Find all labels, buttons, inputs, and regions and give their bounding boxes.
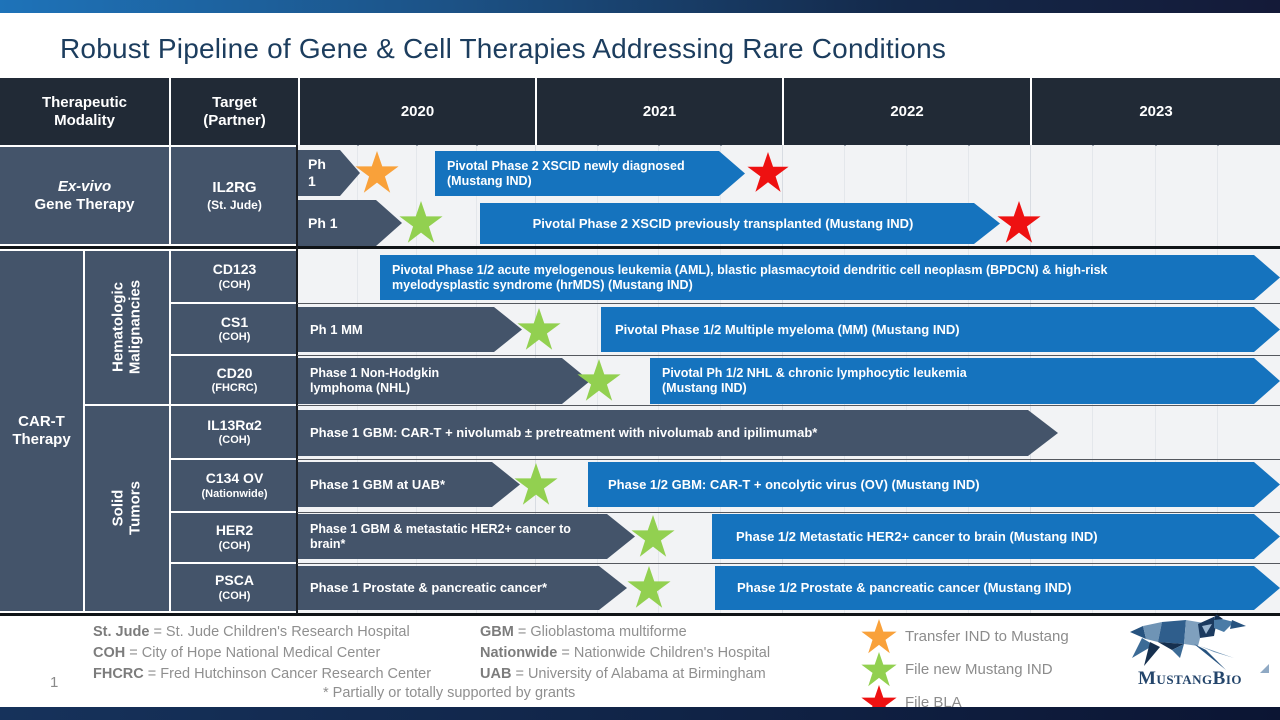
legend-transfer-ind-star-icon (861, 619, 897, 654)
group-solid-tumors-label: Solid Tumors (109, 481, 144, 535)
footnote-nationwide: Nationwide = Nationwide Children's Hospi… (480, 645, 770, 661)
footnote-text: = St. Jude Children's Research Hospital (153, 624, 410, 640)
target-il13ra2: IL13Rα2(COH) (171, 406, 298, 458)
footnote-text: = City of Hope National Medical Center (129, 645, 381, 661)
footnote-uab: UAB = University of Alabama at Birmingha… (480, 666, 766, 682)
target-her2: HER2(COH) (171, 513, 298, 562)
footnote-st-jude: St. Jude = St. Jude Children's Research … (93, 624, 410, 640)
footnote-fhcrc: FHCRC = Fred Hutchinson Cancer Research … (93, 666, 431, 682)
footnote-text: = Fred Hutchinson Cancer Research Center (147, 666, 432, 682)
target-cd123: CD123(COH) (171, 251, 298, 302)
footnote-abbr: UAB (480, 666, 512, 682)
footnote-coh: COH = City of Hope National Medical Cent… (93, 645, 380, 661)
page-title: Robust Pipeline of Gene & Cell Therapies… (60, 33, 947, 64)
chart-left-edge (296, 145, 298, 614)
target-psca: PSCA(COH) (171, 564, 298, 611)
footnote-text: = Glioblastoma multiforme (517, 624, 687, 640)
target-c134-ov: C134 OV(Nationwide) (171, 460, 298, 511)
bottom-banner (0, 707, 1280, 720)
row-separator (297, 303, 1280, 304)
modality-car-t-therapy: CAR-T Therapy (0, 251, 83, 611)
legend-file-ind-star-icon (861, 652, 897, 687)
bar-pivotal-cd20: Pivotal Ph 1/2 NHL & chronic lymphocytic… (650, 358, 1280, 404)
footnote-abbr: COH (93, 645, 126, 661)
footnote-abbr: GBM (480, 624, 514, 640)
header-year-2021: 2021 (537, 78, 782, 145)
footnote-text: = Nationwide Children's Hospital (561, 645, 771, 661)
mustangbio-logo-wordmark: MustangBio (1138, 668, 1242, 689)
row-separator (297, 563, 1280, 564)
bar-psca-ph1: Phase 1 Prostate & pancreatic cancer* (298, 566, 627, 610)
top-banner (0, 0, 1280, 13)
bar-il13ra2-ph1: Phase 1 GBM: CAR-T + nivolumab ± pretrea… (298, 410, 1058, 456)
row-separator (297, 405, 1280, 406)
mustangbio-horse-icon (1130, 614, 1246, 670)
bar-pivotal-c134: Phase 1/2 GBM: CAR-T + oncolytic virus (… (588, 462, 1280, 507)
header-therapeutic-modality: Therapeutic Modality (0, 78, 169, 145)
bar-il2rg-ph1-prev: Ph 1 (298, 200, 402, 246)
bar-pivotal-cs1: Pivotal Phase 1/2 Multiple myeloma (MM) … (601, 307, 1280, 352)
bar-pivotal-xscid-newly: Pivotal Phase 2 XSCID newly diagnosed(Mu… (435, 151, 745, 196)
header-target-partner: Target (Partner) (171, 78, 298, 145)
footnote-abbr: St. Jude (93, 624, 150, 640)
legend-transfer-ind-label: Transfer IND to Mustang (905, 628, 1069, 645)
modality-ex-vivo-gene-therapy: Ex-vivo Gene Therapy (0, 147, 169, 244)
header-year-2020: 2020 (300, 78, 535, 145)
section-divider (0, 613, 1280, 616)
grants-footnote: * Partially or totally supported by gran… (323, 685, 576, 701)
bar-cs1-ph1: Ph 1 MM (298, 307, 522, 352)
group-hematologic-malignancies-label: Hematologic Malignancies (109, 279, 144, 375)
footnote-gbm: GBM = Glioblastoma multiforme (480, 624, 687, 640)
legend-file-ind-label: File new Mustang IND (905, 661, 1053, 678)
bar-c134-ph1: Phase 1 GBM at UAB* (298, 462, 520, 507)
legend-file-bla-label: File BLA (905, 694, 962, 711)
bar-pivotal-psca: Phase 1/2 Prostate & pancreatic cancer (… (715, 566, 1280, 610)
bar-her2-ph1: Phase 1 GBM & metastatic HER2+ cancer to… (298, 514, 635, 559)
bar-pivotal-her2: Phase 1/2 Metastatic HER2+ cancer to bra… (712, 514, 1280, 559)
header-year-2023: 2023 (1032, 78, 1280, 145)
row-separator (297, 459, 1280, 460)
target-cs1: CS1(COH) (171, 304, 298, 354)
group-solid-tumors (85, 406, 169, 611)
row-separator (297, 512, 1280, 513)
bar-pivotal-cd123: Pivotal Phase 1/2 acute myelogenous leuk… (380, 255, 1280, 300)
target-il2rg: IL2RG (St. Jude) (171, 147, 298, 244)
footnote-abbr: FHCRC (93, 666, 144, 682)
group-hematologic-malignancies (85, 251, 169, 404)
footnote-abbr: Nationwide (480, 645, 558, 661)
logo-triangle-icon (1260, 664, 1269, 673)
row-separator (297, 355, 1280, 356)
section-divider (0, 246, 1280, 249)
page-number: 1 (50, 674, 59, 691)
bar-pivotal-xscid-prev: Pivotal Phase 2 XSCID previously transpl… (480, 203, 1000, 244)
target-cd20: CD20(FHCRC) (171, 356, 298, 404)
footnote-text: = University of Alabama at Birmingham (515, 666, 766, 682)
header-year-2022: 2022 (784, 78, 1030, 145)
